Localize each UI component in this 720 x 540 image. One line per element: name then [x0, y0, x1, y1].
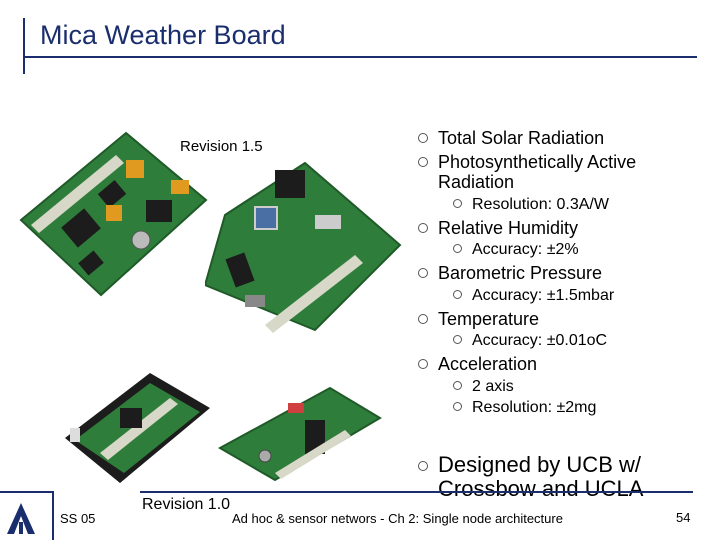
- bullet-dot: [418, 314, 428, 324]
- footer-course: SS 05: [60, 511, 96, 526]
- top-vertical-rule: [23, 18, 25, 74]
- sub-axis: 2 axis: [453, 378, 514, 396]
- bottom-right-rule: [140, 491, 693, 493]
- credit-line-2: Crossbow and UCLA: [438, 476, 644, 501]
- bullet-dot: [453, 402, 462, 411]
- bullet-dot: [418, 359, 428, 369]
- sub-accuracy-pressure: Accuracy: ±1.5mbar: [453, 287, 614, 305]
- bottom-left-rule: [0, 491, 52, 493]
- bullet-solar-radiation: Total Solar Radiation: [418, 128, 604, 149]
- bullet-dot: [453, 335, 462, 344]
- bullet-dot: [453, 244, 462, 253]
- credit-line-1: Designed by UCB w/: [418, 452, 641, 478]
- bullet-photosynthetic: Photosynthetically Active: [418, 152, 636, 173]
- bullet-acceleration: Acceleration: [418, 354, 537, 375]
- bullet-dot: [418, 461, 428, 471]
- bullet-humidity: Relative Humidity: [418, 218, 578, 239]
- revision-15-label: Revision 1.5: [180, 138, 263, 155]
- bullet-pressure: Barometric Pressure: [418, 263, 602, 284]
- weather-board-rev15-image: [205, 161, 402, 333]
- page-number: 54: [676, 510, 691, 525]
- bullet-dot: [453, 199, 462, 208]
- sub-accuracy-temperature: Accuracy: ±0.01oC: [453, 332, 607, 350]
- slide-title: Mica Weather Board: [40, 20, 286, 50]
- bullet-dot: [418, 157, 428, 167]
- sub-resolution-accel: Resolution: ±2mg: [453, 399, 596, 417]
- bullet-dot: [418, 133, 428, 143]
- sub-resolution-solar: Resolution: 0.3A/W: [453, 196, 609, 214]
- revision-10-label: Revision 1.0: [142, 496, 231, 513]
- bullet-temperature: Temperature: [418, 309, 539, 330]
- bullet-dot: [418, 223, 428, 233]
- bullet-dot: [418, 268, 428, 278]
- footer-chapter-title: Ad hoc & sensor networs - Ch 2: Single n…: [232, 511, 563, 526]
- university-logo-icon: [4, 500, 38, 536]
- mica-board-rev10-image: [65, 373, 382, 483]
- mica-board-rev15-image: [19, 131, 208, 297]
- bullet-dot: [453, 381, 462, 390]
- bullet-photosynthetic-cont: Radiation: [438, 172, 515, 192]
- bottom-vertical-rule: [52, 491, 54, 540]
- sub-accuracy-humidity: Accuracy: ±2%: [453, 241, 579, 259]
- bullet-dot: [453, 290, 462, 299]
- top-horizontal-rule: [23, 56, 697, 58]
